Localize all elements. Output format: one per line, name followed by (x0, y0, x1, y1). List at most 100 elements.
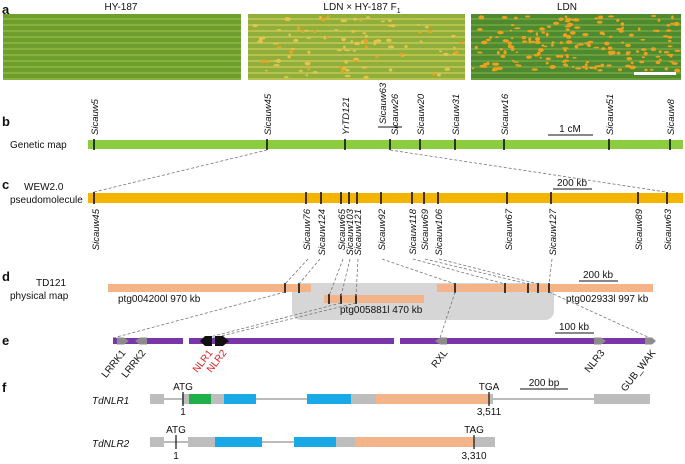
rust-pustule (363, 39, 369, 43)
tdnlr1-utr-5 (150, 394, 164, 404)
rust-pustule (374, 56, 380, 59)
rust-pustule (637, 27, 641, 32)
contig-ptg002933l (437, 284, 653, 292)
marker-sicauw118: Sicauw118 (408, 208, 419, 254)
rust-pustule (556, 54, 561, 58)
rust-pustule (307, 50, 311, 54)
rust-pustule (616, 51, 621, 55)
gene-structure-scale-label: 200 bp (529, 378, 560, 389)
rust-pustule (307, 67, 311, 71)
rust-pustule (496, 51, 500, 55)
rust-pustule (616, 28, 623, 31)
marker-yrtd121: YrTD121 (341, 97, 352, 135)
physical-map-label-2: physical map (10, 291, 69, 302)
rust-pustule (607, 50, 614, 55)
rust-pustule (673, 21, 680, 26)
tdnlr1-end-pos: 3,511 (477, 407, 502, 418)
rust-pustule (545, 32, 549, 37)
rust-pustule (361, 66, 368, 69)
rust-pustule (451, 34, 456, 38)
marker-sicauw103: Sicauw103 (345, 208, 356, 255)
rust-pustule (500, 54, 505, 58)
rust-pustule (350, 40, 353, 44)
rust-pustule (320, 17, 326, 22)
tdnlr2-start-pos: 1 (173, 451, 179, 462)
rust-pustule (666, 24, 671, 27)
rust-pustule (289, 49, 294, 54)
rust-pustule (541, 44, 545, 47)
rust-pustule (666, 29, 672, 32)
rust-pustule (560, 41, 563, 45)
rust-pustule (439, 50, 442, 53)
rust-pustule (521, 35, 527, 40)
rust-pustule (577, 43, 584, 46)
tdnlr1-utr-5b (182, 394, 189, 404)
rust-pustule (596, 65, 602, 68)
contig2-label: ptg005881l 470 kb (340, 305, 423, 316)
rust-pustule (669, 61, 674, 63)
rust-pustule (276, 58, 281, 63)
tdnlr2-utr-5b (188, 437, 215, 447)
rust-pustule (572, 56, 577, 59)
chromosome-segment-1 (113, 338, 183, 344)
rust-pustule (618, 68, 622, 72)
rust-pustule (562, 63, 568, 66)
tdnlr1-utr-3 (489, 394, 493, 404)
rust-pustule (418, 31, 422, 34)
rust-pustule (304, 61, 311, 66)
rust-pustule (471, 67, 475, 70)
panel-f: f TdNLR1 ATG TGA 1 3,511 200 bp TdNLR2 (2, 378, 650, 462)
tdnlr2-stop-codon: TAG (464, 425, 484, 436)
rust-pustule (353, 17, 358, 21)
rust-pustule (334, 29, 339, 31)
rust-pustule (313, 30, 317, 34)
marker-sicauw67: Sicauw67 (504, 208, 515, 250)
rust-pustule (444, 67, 451, 71)
rust-pustule (655, 29, 660, 33)
rust-pustule (305, 74, 308, 77)
tdnlr2-exon-blue-1 (215, 437, 262, 447)
rust-pustule (344, 68, 350, 72)
rust-pustule (344, 49, 351, 52)
rust-pustule (531, 68, 538, 71)
rust-pustule (663, 51, 670, 54)
rust-pustule (511, 59, 515, 62)
rust-pustule (454, 50, 459, 55)
rust-pustule (419, 40, 423, 43)
rust-pustule (655, 60, 661, 65)
rust-pustule (424, 25, 429, 29)
rust-pustule (478, 15, 485, 20)
tdnlr1-exon-orange (376, 394, 489, 404)
rust-pustule (507, 41, 512, 45)
rust-pustule (373, 41, 377, 46)
rust-pustule (574, 44, 579, 49)
leaf-photo-f1 (248, 14, 465, 80)
rust-pustule (252, 24, 258, 28)
rust-pustule (671, 62, 678, 65)
rust-pustule (582, 65, 585, 69)
rust-pustule (561, 61, 567, 63)
links-d-to-e (112, 291, 651, 339)
rust-pustule (641, 56, 646, 58)
chromosome-scale-label: 100 kb (559, 322, 589, 333)
rust-pustule (639, 60, 645, 64)
panel-e: e 100 kb LRRK1 LRRK2 NLR1 NLR2 RXL NLR3 … (2, 322, 659, 394)
rust-pustule (543, 45, 548, 48)
rust-pustule (326, 15, 330, 19)
rust-pustule (366, 16, 370, 19)
tdnlr1-utr-mid-2 (351, 394, 376, 404)
tdnlr1-start-codon: ATG (173, 382, 193, 393)
rust-pustule (629, 33, 634, 37)
marker-sicauw89: Sicauw89 (634, 208, 645, 250)
rust-pustule (657, 18, 661, 22)
rust-pustule (404, 44, 408, 49)
genetic-scale-label: 1 cM (559, 124, 581, 135)
panel-b: b Genetic map Sicauw5 Sicauw45 YrTD121 S… (2, 82, 683, 151)
panel-a-label: a (2, 2, 10, 17)
rust-pustule (325, 36, 330, 39)
rust-pustule (248, 30, 252, 32)
rust-pustule (284, 76, 289, 79)
rust-pustule (596, 20, 603, 24)
pseudomolecule-scale-label: 200 kb (557, 178, 587, 189)
rust-pustule (264, 60, 270, 63)
